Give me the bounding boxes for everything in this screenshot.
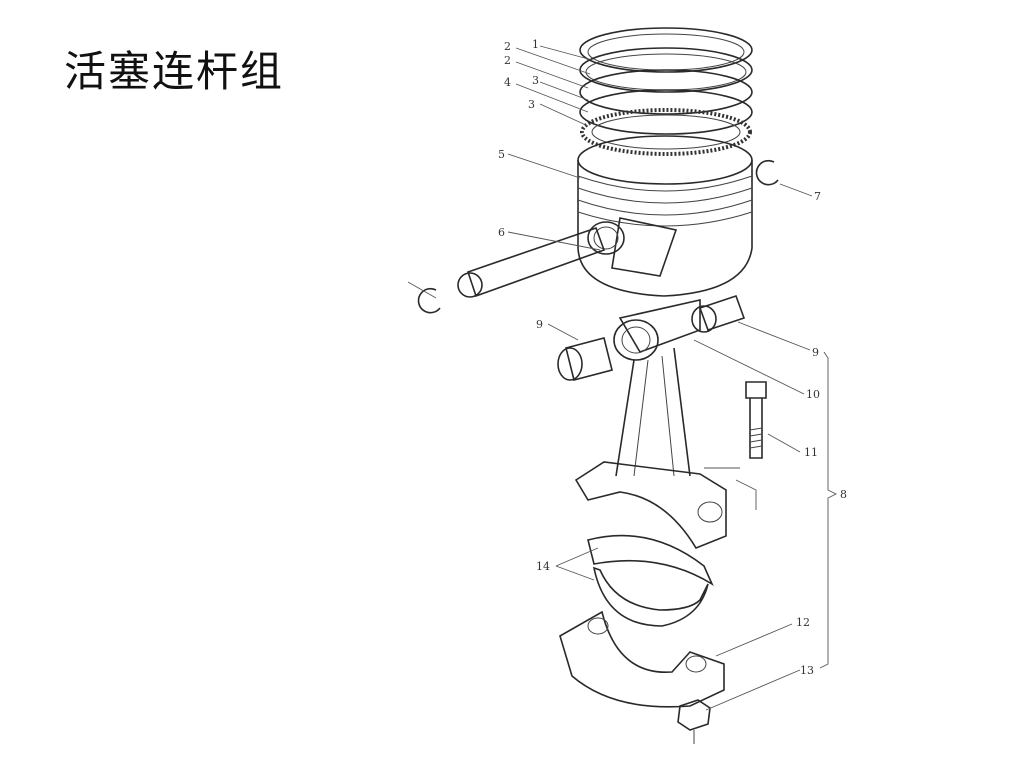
connecting-rod-cap — [559, 610, 725, 708]
callout-4: 4 — [504, 76, 511, 89]
nut — [677, 699, 711, 744]
small-end-bushes — [557, 294, 746, 381]
connecting-rod-bolt — [745, 381, 767, 459]
callout-3-bottom: 3 — [528, 98, 535, 111]
piston-pin — [457, 226, 606, 298]
callout-7: 7 — [814, 190, 821, 203]
callout-2-top: 2 — [504, 40, 511, 53]
callout-6: 6 — [498, 226, 505, 239]
callout-9-right: 9 — [812, 346, 819, 359]
piston — [577, 135, 753, 297]
connecting-rod — [574, 299, 727, 549]
callout-11: 11 — [804, 446, 818, 459]
callout-1: 1 — [532, 38, 539, 51]
callout-labels: 1 2 2 3 4 3 5 6 7 9 9 10 11 8 14 12 13 — [498, 38, 847, 677]
callout-9-left: 9 — [536, 318, 543, 331]
piston-rings — [579, 27, 753, 156]
callout-13: 13 — [800, 664, 814, 677]
callout-3-top: 3 — [532, 74, 539, 87]
callout-14: 14 — [536, 560, 550, 573]
circlips — [417, 159, 779, 314]
callout-10: 10 — [806, 388, 820, 401]
leader-lines — [407, 45, 838, 711]
big-end-bearing-shells — [587, 534, 714, 627]
callout-2-second: 2 — [504, 54, 511, 67]
callout-5: 5 — [498, 148, 505, 161]
slide-title: 活塞连杆组 — [64, 47, 285, 96]
callout-12: 12 — [796, 616, 810, 629]
callout-8: 8 — [840, 488, 847, 501]
